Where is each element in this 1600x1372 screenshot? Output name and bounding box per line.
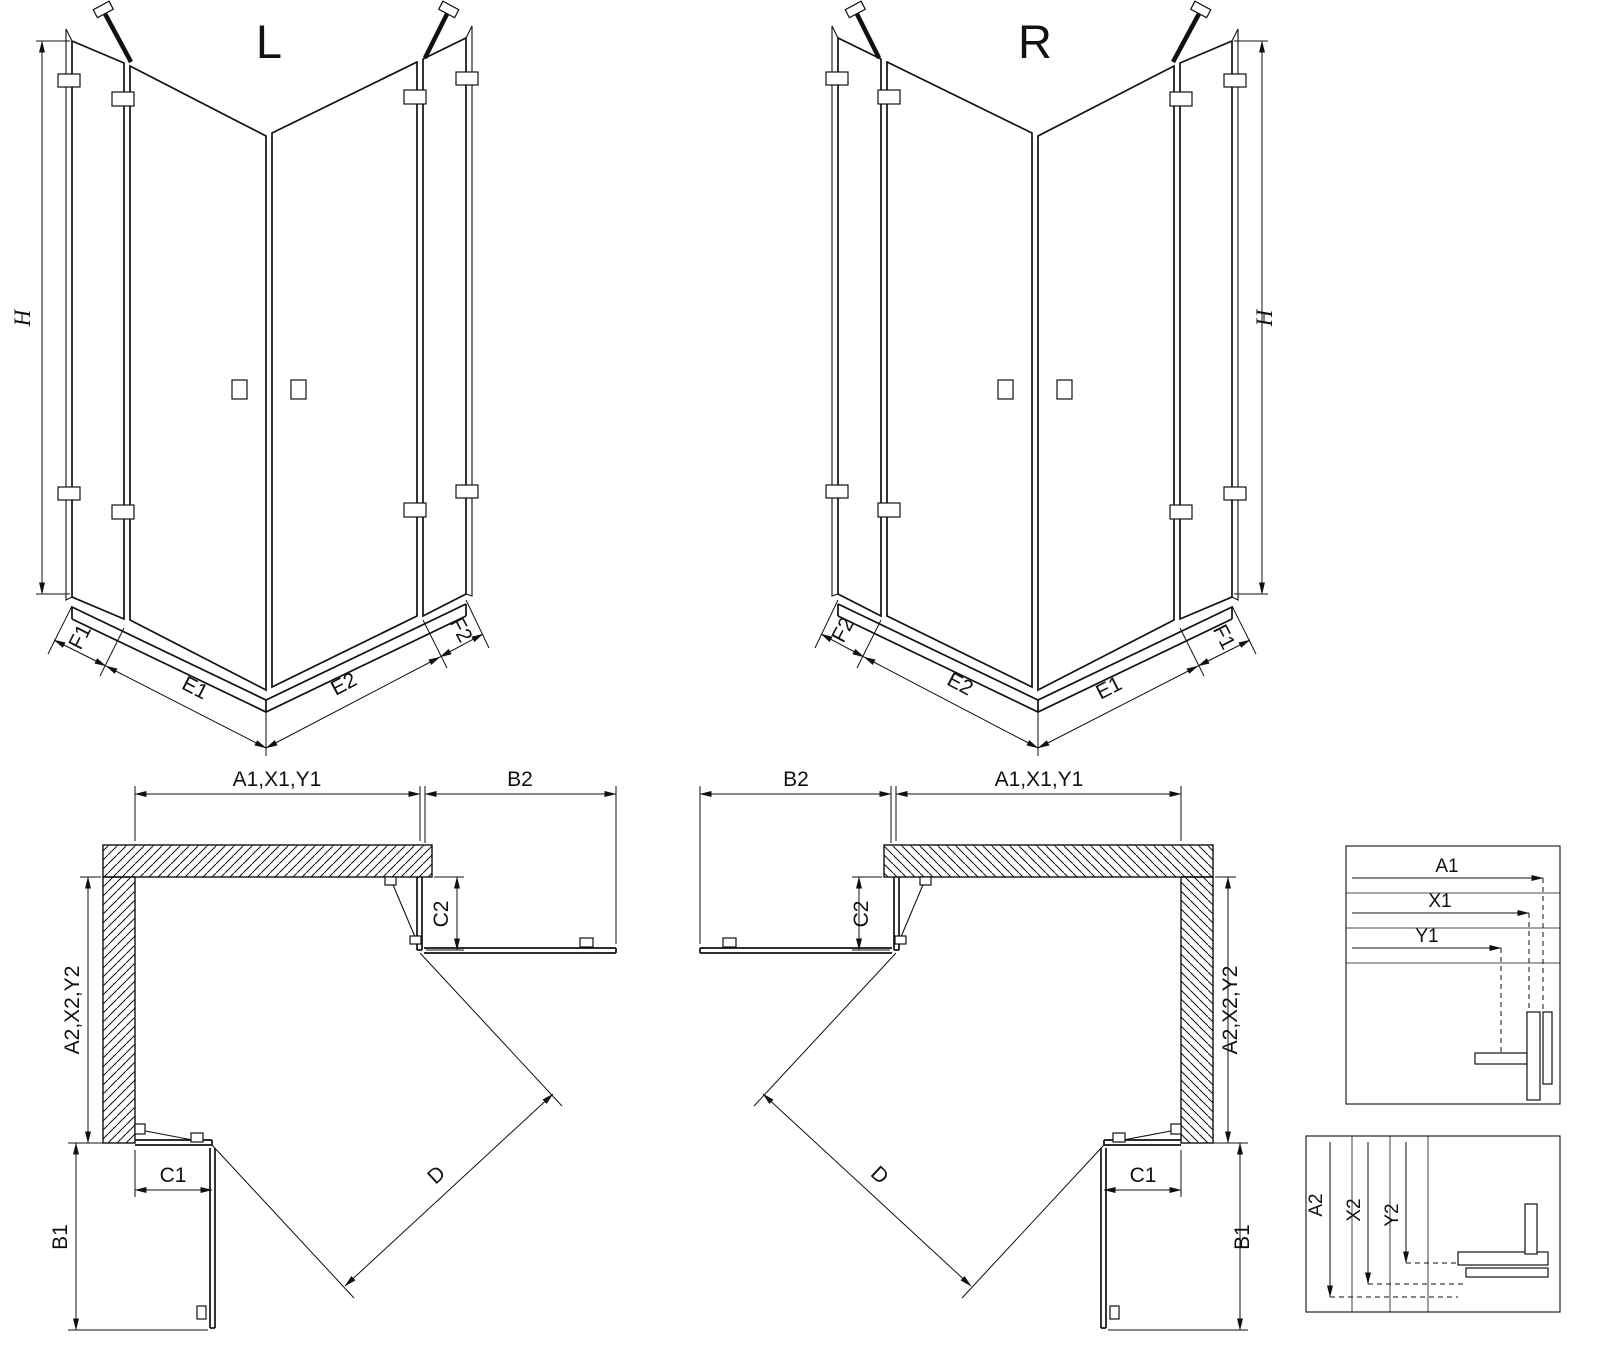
corner-enclosure-perspective-mirrored: [815, 1, 1268, 756]
a2-group-label-left: A2,X2,Y2: [61, 966, 84, 1055]
detail-x1-label: X1: [1428, 891, 1451, 912]
e2-label-left: E2: [327, 668, 360, 700]
corner-enclosure-perspective: [36, 0, 490, 756]
plan-right-labels: B2 A1,X1,Y1 C2 A2,X2,Y2 C1 B1 D: [783, 768, 1254, 1250]
detail-a2-label: A2: [1306, 1193, 1327, 1216]
b2-label-left: B2: [507, 768, 533, 791]
base-dimension-chain: [47, 599, 490, 756]
detail-inset-top: A1 X1 Y1: [1345, 845, 1561, 1105]
plan-view: [68, 786, 617, 1331]
right-version-title: R: [1018, 15, 1052, 68]
c2-label-right: C2: [850, 901, 873, 928]
wall-profiles: [65, 25, 473, 601]
detail-x2-label: X2: [1344, 1198, 1365, 1221]
b1-label-left: B1: [49, 1224, 72, 1250]
top-support-braces: [92, 0, 460, 64]
detail-inset-bottom: A2 X2 Y2: [1305, 1135, 1561, 1313]
f1-label-left: F1: [64, 621, 96, 653]
hinges-and-brackets: [57, 71, 479, 520]
b1-label-right: B1: [1231, 1224, 1254, 1250]
d-label-right: D: [866, 1162, 893, 1189]
e2-label-right: E2: [943, 668, 976, 700]
height-dimension: [36, 40, 70, 595]
a1-group-label-left: A1,X1,Y1: [233, 768, 322, 791]
d-label-left: D: [423, 1162, 450, 1189]
e1-label-right: E1: [1092, 672, 1125, 704]
plan-left-labels: A1,X1,Y1 B2 C2 A2,X2,Y2 C1 B1 D: [49, 768, 533, 1250]
detail-y2-label: Y2: [1382, 1203, 1403, 1226]
height-label-right: H: [1252, 308, 1277, 327]
height-label-left: H: [10, 308, 35, 327]
c2-label-left: C2: [430, 901, 453, 928]
c1-label-right: C1: [1130, 1164, 1157, 1187]
c1-label-left: C1: [160, 1164, 187, 1187]
f2-label-left: F2: [445, 614, 477, 646]
left-version-title: L: [256, 15, 282, 68]
walls: [102, 844, 433, 1144]
b2-label-right: B2: [783, 768, 809, 791]
plan-view-mirrored: [700, 786, 1248, 1330]
side-panel-and-open-door-bottom: [134, 1123, 216, 1329]
plan-dimension-lines: [68, 786, 617, 1331]
f1-label-right: F1: [1208, 621, 1240, 653]
door-handles: [231, 379, 307, 400]
detail-a1-label: A1: [1435, 856, 1458, 877]
a1-group-label-right: A1,X1,Y1: [995, 768, 1084, 791]
a2-group-label-right: A2,X2,Y2: [1219, 966, 1242, 1055]
detail-y1-label: Y1: [1415, 926, 1438, 947]
side-panel-and-open-door-top: [384, 876, 617, 954]
e1-label-left: E1: [178, 672, 211, 704]
f2-label-right: F2: [827, 614, 859, 646]
right-version-labels: R H F2 E2 E1 F1: [827, 15, 1277, 704]
glass-panels: [71, 36, 467, 692]
